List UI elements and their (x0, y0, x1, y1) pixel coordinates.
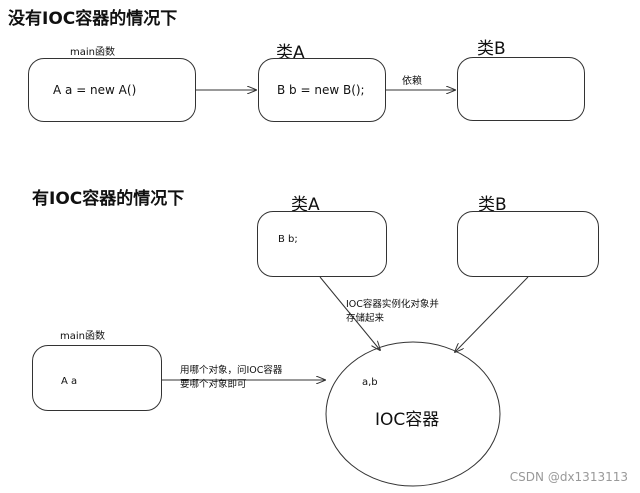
section2-classB-label: 类B (478, 195, 507, 215)
section1-classB-label: 类B (477, 39, 506, 59)
section1-classA-box: B b = new B(); (258, 58, 386, 122)
instantiate-note: IOC容器实例化对象并 存储起来 (346, 298, 439, 326)
dependency-label: 依赖 (402, 76, 422, 87)
ioc-container-circle (325, 341, 501, 487)
section1-classA-code: B b = new B(); (277, 83, 365, 97)
section2-classA-code: B b; (278, 234, 298, 245)
section1-main-box: A a = new A() (28, 58, 196, 122)
ioc-container-label: IOC容器 (375, 410, 440, 430)
request-note-line2: 要哪个对象即可 (180, 379, 247, 390)
request-note-line1: 用哪个对象，问IOC容器 (180, 365, 283, 376)
watermark: CSDN @dx1313113 (509, 470, 628, 484)
section1-classB-box (457, 57, 585, 121)
section2-main-box: A a (32, 345, 162, 411)
section2-classB-box (457, 211, 599, 277)
instantiate-note-line2: 存储起来 (346, 313, 385, 324)
arrow-classB-to-ioc (455, 276, 529, 352)
section2-classA-box: B b; (257, 211, 387, 277)
section1-title: 没有IOC容器的情况下 (8, 9, 178, 29)
request-note: 用哪个对象，问IOC容器 要哪个对象即可 (180, 364, 282, 392)
section2-classA-label: 类A (291, 195, 320, 215)
section2-main-label: main函数 (60, 331, 105, 342)
section2-title: 有IOC容器的情况下 (32, 189, 185, 209)
arrow-classA-to-ioc (319, 276, 380, 350)
instantiate-note-line1: IOC容器实例化对象并 (346, 299, 439, 310)
section1-main-label: main函数 (70, 47, 115, 58)
ioc-container-content: a,b (362, 377, 378, 388)
section1-main-code: A a = new A() (53, 83, 137, 97)
section2-main-code: A a (61, 376, 78, 387)
